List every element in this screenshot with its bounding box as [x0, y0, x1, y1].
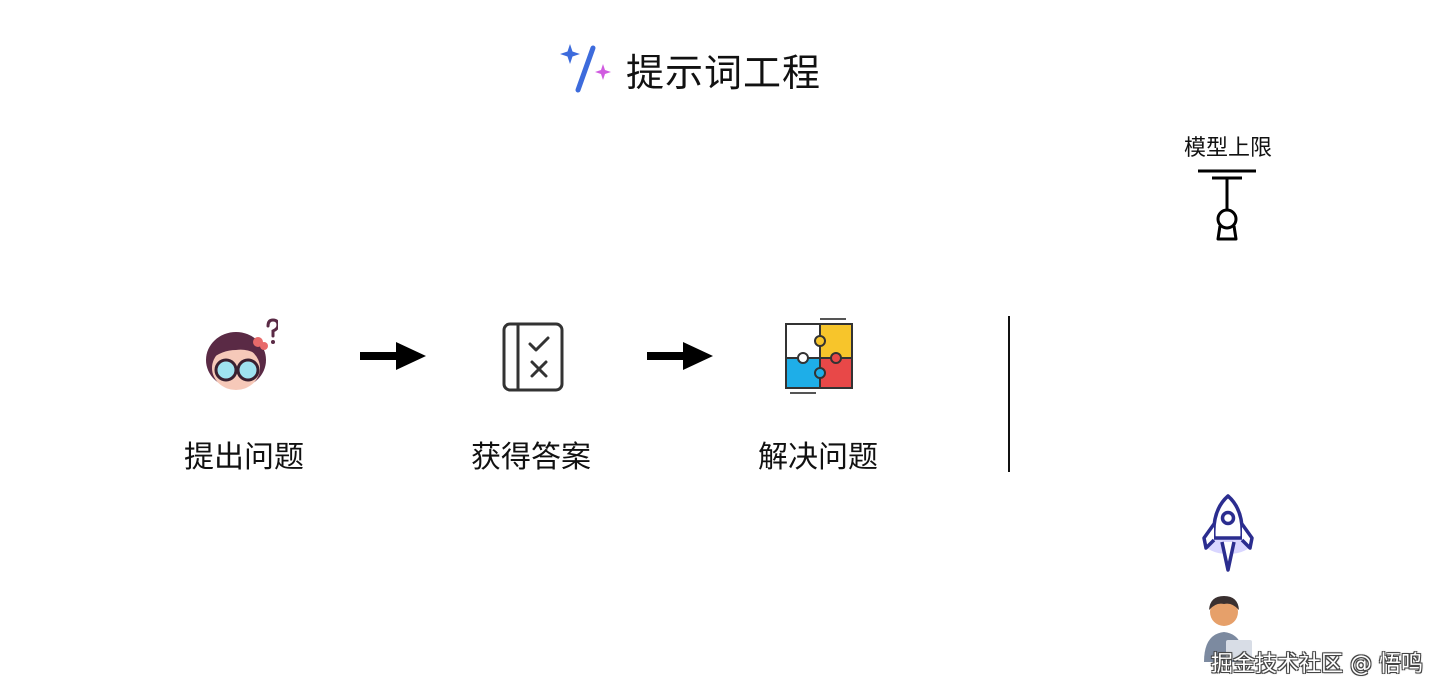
- step-label-ask: 提出问题: [184, 440, 304, 475]
- header: 提示词工程: [556, 40, 821, 98]
- prompt-sparkle-icon: [556, 40, 614, 98]
- checklist-icon: [494, 322, 574, 402]
- divider-line: [1008, 316, 1010, 472]
- step-label-answer: 获得答案: [471, 440, 591, 475]
- limit-gauge-icon: [1196, 166, 1260, 248]
- model-limit-label: 模型上限: [1183, 136, 1272, 161]
- step-label-solve: 解决问题: [758, 440, 878, 475]
- arrow-right-icon: [647, 342, 715, 374]
- watermark-text: 掘金技术社区 @ 悟鸣: [1211, 652, 1423, 677]
- step-answer: [494, 318, 574, 402]
- puzzle-icon: [780, 318, 860, 400]
- rocket-icon: [1200, 492, 1256, 578]
- page-title: 提示词工程: [626, 50, 822, 95]
- girl-question-icon: [198, 318, 280, 402]
- step-solve: [780, 316, 860, 400]
- step-ask: [198, 318, 280, 402]
- arrow-right-icon: [360, 342, 428, 374]
- person-laptop-icon: [1196, 590, 1256, 674]
